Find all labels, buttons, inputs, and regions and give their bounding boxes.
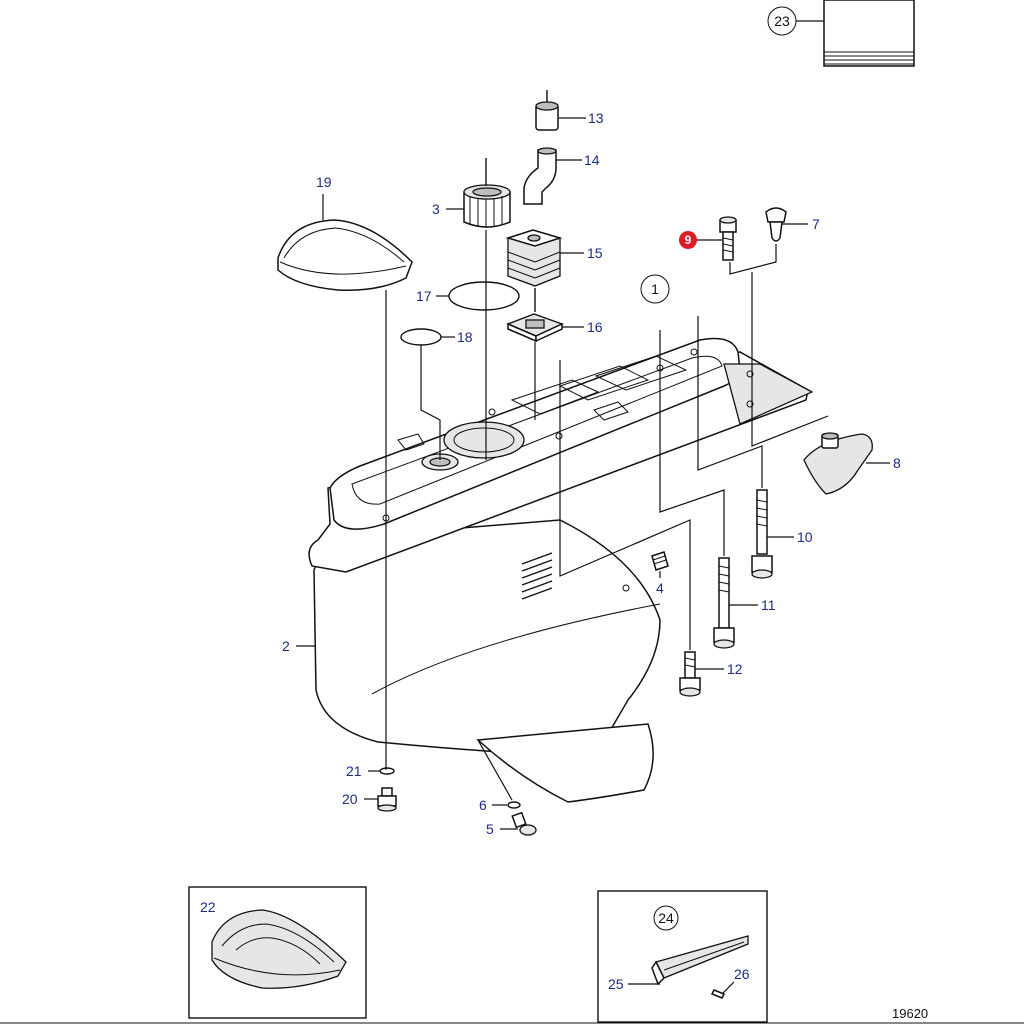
part-5-screw[interactable] [500,811,537,836]
drawing-number: 19620 [892,1006,928,1021]
callout-21[interactable]: 21 [346,763,362,779]
part-11-bolt[interactable] [713,557,758,649]
callout-26[interactable]: 26 [734,966,750,982]
callout-14[interactable]: 14 [584,152,600,168]
svg-text:1: 1 [651,281,659,297]
part-13-sleeve[interactable] [535,90,586,131]
part-8-anode[interactable] [803,432,890,495]
part-23-booklet[interactable] [796,0,915,67]
callout-10[interactable]: 10 [797,529,813,545]
callout-11[interactable]: 11 [761,597,776,613]
callout-16[interactable]: 16 [587,319,603,335]
assembly-leader-lines [385,230,829,801]
part-18-o-ring[interactable] [400,328,455,346]
part-2-gear-housing[interactable] [296,337,814,803]
callout-22[interactable]: 22 [200,899,216,915]
callout-2[interactable]: 2 [282,638,290,654]
callout-24: 24 [658,910,674,926]
part-20-screw[interactable] [364,787,397,812]
part-12-bolt[interactable] [679,651,724,697]
svg-text:23: 23 [774,13,790,29]
callout-13[interactable]: 13 [588,110,604,126]
callout-12[interactable]: 12 [727,661,743,677]
part-14-pipe[interactable] [523,147,582,205]
callout-7[interactable]: 7 [812,216,820,232]
callout-4[interactable]: 4 [656,580,664,596]
part-15-rubber-block[interactable] [505,229,584,287]
part-16-plate[interactable] [506,288,584,343]
inset-part-24[interactable]: 24 [597,890,768,1023]
callout-19[interactable]: 19 [316,174,332,190]
callout-23[interactable]: 23 [767,6,797,36]
callout-20[interactable]: 20 [342,791,358,807]
callout-17[interactable]: 17 [416,288,432,304]
callout-3[interactable]: 3 [432,201,440,217]
callout-6[interactable]: 6 [479,797,487,813]
part-17-o-ring[interactable] [436,281,520,311]
svg-text:9: 9 [685,233,692,247]
part-9-bolt[interactable] [697,216,737,261]
inset-part-22[interactable] [188,886,367,1019]
callout-8[interactable]: 8 [893,455,901,471]
part-6-washer[interactable] [492,801,521,809]
part-4-plug[interactable] [651,551,669,578]
part-3-bearing[interactable] [446,158,511,228]
callout-18[interactable]: 18 [457,329,473,345]
part-7-plug[interactable] [765,207,808,242]
callout-9-highlighted[interactable]: 9 [679,231,697,249]
part-10-bolt[interactable] [751,489,794,579]
leader-bracket-9-7 [729,244,777,275]
callout-15[interactable]: 15 [587,245,603,261]
callout-1[interactable]: 1 [640,274,670,304]
part-21-washer[interactable] [368,767,395,775]
part-19-cover[interactable] [277,194,413,291]
callout-25[interactable]: 25 [608,976,624,992]
callout-5[interactable]: 5 [486,821,494,837]
